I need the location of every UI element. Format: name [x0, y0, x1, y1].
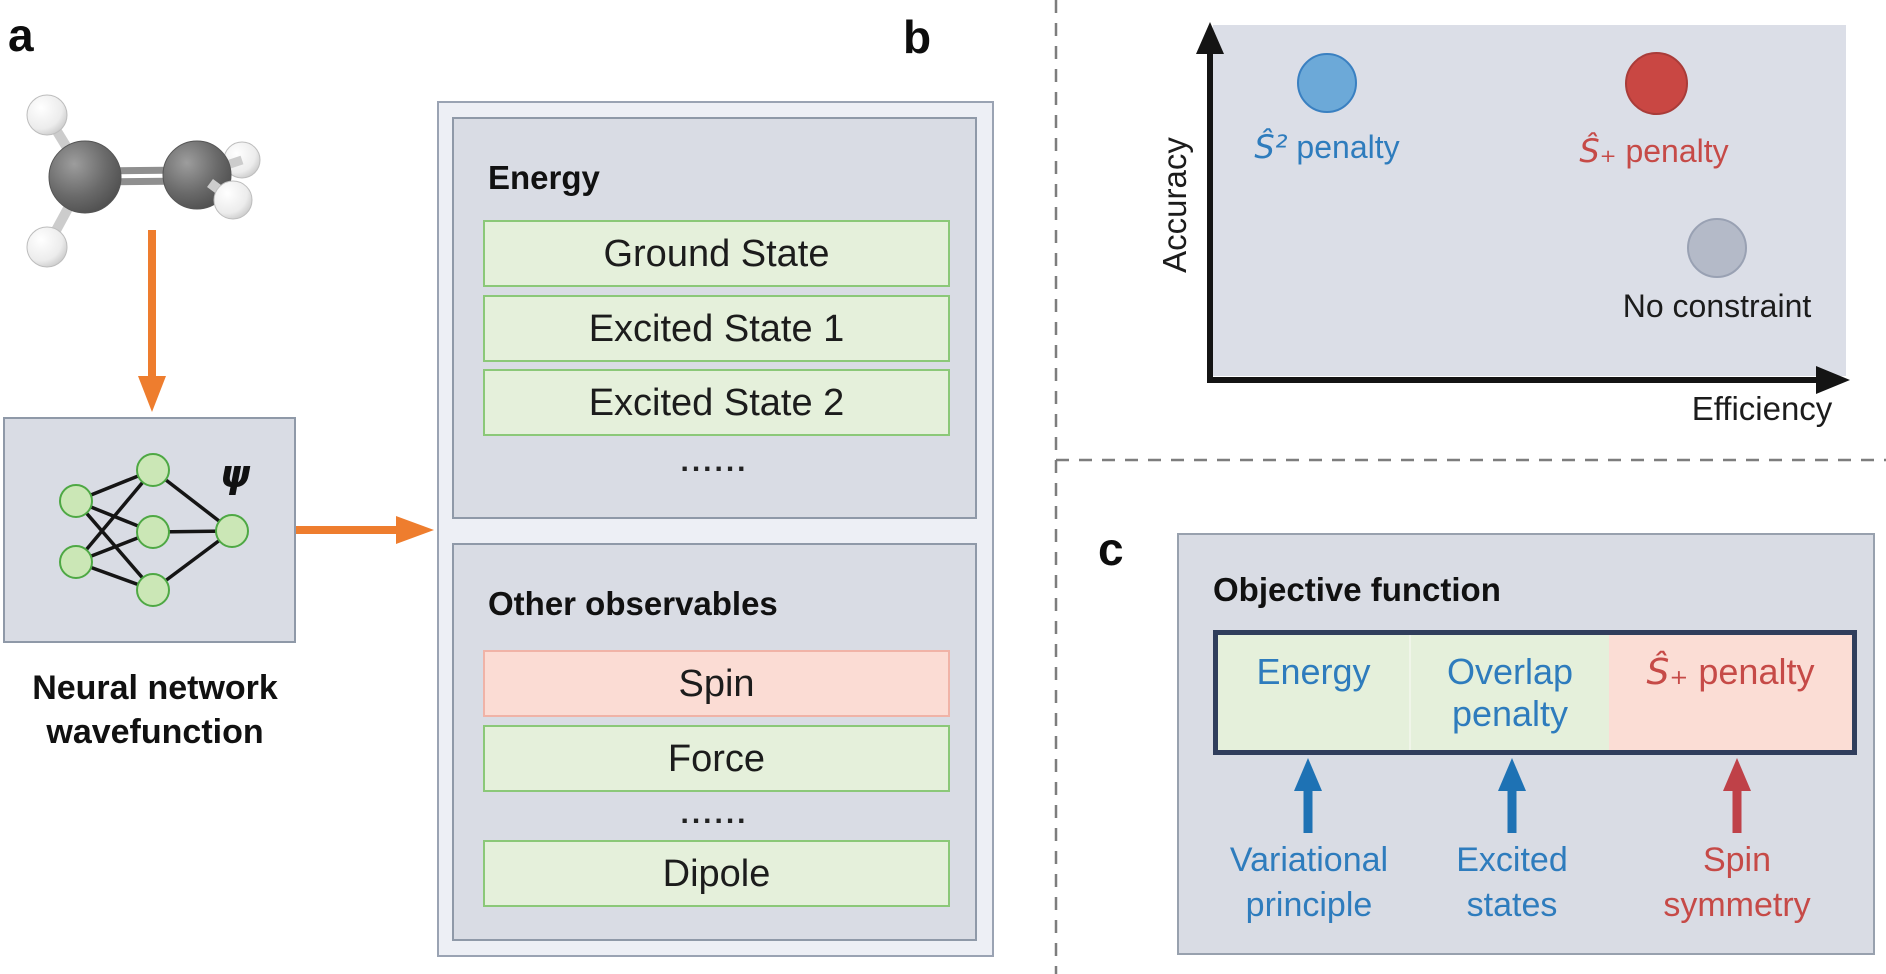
splus-penalty-label: Ŝ₊ penalty	[1579, 132, 1728, 170]
energy-row-ground-state: Ground State	[483, 220, 950, 287]
energy-box: Energy Ground State Excited State 1 Exci…	[452, 117, 977, 519]
annotation-variational-line1: Variational	[1229, 841, 1389, 879]
nn-caption-line1: Neural network	[32, 669, 278, 707]
s2-penalty-dot	[1297, 53, 1357, 113]
ethylene-molecule	[26, 94, 261, 268]
spin-arrowhead	[1723, 758, 1751, 791]
energy-row-excited-state-2: Excited State 2	[483, 369, 950, 436]
energy-row-excited-state-1: Excited State 1	[483, 295, 950, 362]
observables-box: Other observables Spin Force ...... Dipo…	[452, 543, 977, 941]
s2-penalty-label: Ŝ² penalty	[1254, 128, 1399, 166]
segment-energy: Energy	[1218, 635, 1409, 750]
s2-math: Ŝ²	[1254, 128, 1288, 166]
annotation-spin-symmetry: Spin symmetry	[1663, 838, 1810, 928]
panel-b-label: b	[903, 11, 932, 63]
segment-overlap-penalty: Overlap penalty	[1409, 635, 1609, 750]
objective-bar: Energy Overlap penalty Ŝ₊ penalty	[1213, 630, 1857, 755]
nn-caption: Neural network wavefunction	[5, 666, 305, 754]
observables-row-force: Force	[483, 725, 950, 792]
annotation-variational-line2: principle	[1245, 886, 1373, 924]
splus-penalty-dot	[1625, 52, 1688, 115]
splus-math: Ŝ₊	[1579, 132, 1617, 170]
annotation-excited-states: Excited states	[1456, 838, 1568, 928]
annotation-arrows	[1294, 758, 1751, 833]
observables-ellipsis: ......	[680, 797, 749, 830]
segment-splus-penalty: Ŝ₊ penalty	[1609, 635, 1852, 750]
annotation-spin-line2: symmetry	[1663, 886, 1811, 924]
panel-c-label: c	[1098, 523, 1124, 575]
annotation-excited-line2: states	[1466, 886, 1558, 924]
x-axis-label: Efficiency	[1691, 390, 1833, 427]
splus-rest: penalty	[1616, 133, 1729, 169]
y-axis-label: Accuracy	[1156, 137, 1193, 273]
outputs-container: Energy Ground State Excited State 1 Exci…	[437, 101, 994, 957]
segment-splus-rest: penalty	[1688, 651, 1815, 692]
energy-box-title: Energy	[488, 159, 600, 196]
no-constraint-label: No constraint	[1622, 288, 1812, 324]
objective-function-title: Objective function	[1213, 571, 1501, 608]
segment-overlap-line2: penalty	[1451, 693, 1569, 734]
excited-arrowhead	[1498, 758, 1526, 791]
x-axis-arrowhead	[1816, 366, 1850, 394]
observables-row-dipole: Dipole	[483, 840, 950, 907]
s2-rest: penalty	[1287, 129, 1400, 165]
no-constraint-dot	[1687, 218, 1747, 278]
orange-down-arrow	[138, 230, 166, 412]
psi-symbol: ψ	[220, 452, 251, 496]
observables-row-spin: Spin	[483, 650, 950, 717]
observables-box-title: Other observables	[488, 585, 778, 622]
y-axis-arrowhead	[1196, 22, 1224, 54]
annotation-excited-line1: Excited	[1456, 841, 1568, 879]
neural-network-graph	[59, 453, 249, 607]
annotation-spin-line1: Spin	[1702, 841, 1772, 879]
orange-right-arrow	[296, 516, 434, 544]
segment-overlap-line1: Overlap	[1446, 651, 1574, 692]
annotation-variational-principle: Variational principle	[1230, 838, 1388, 928]
objective-function-box: Objective function Energy Overlap penalt…	[1177, 533, 1875, 955]
plot-axes	[1196, 22, 1850, 394]
energy-ellipsis: ......	[680, 445, 749, 478]
panel-a-label: a	[8, 9, 34, 61]
segment-splus-math: Ŝ₊	[1646, 652, 1689, 693]
nn-caption-line2: wavefunction	[46, 713, 264, 751]
variational-arrowhead	[1294, 758, 1322, 791]
y-axis-label-wrap: Accuracy	[1152, 30, 1198, 380]
